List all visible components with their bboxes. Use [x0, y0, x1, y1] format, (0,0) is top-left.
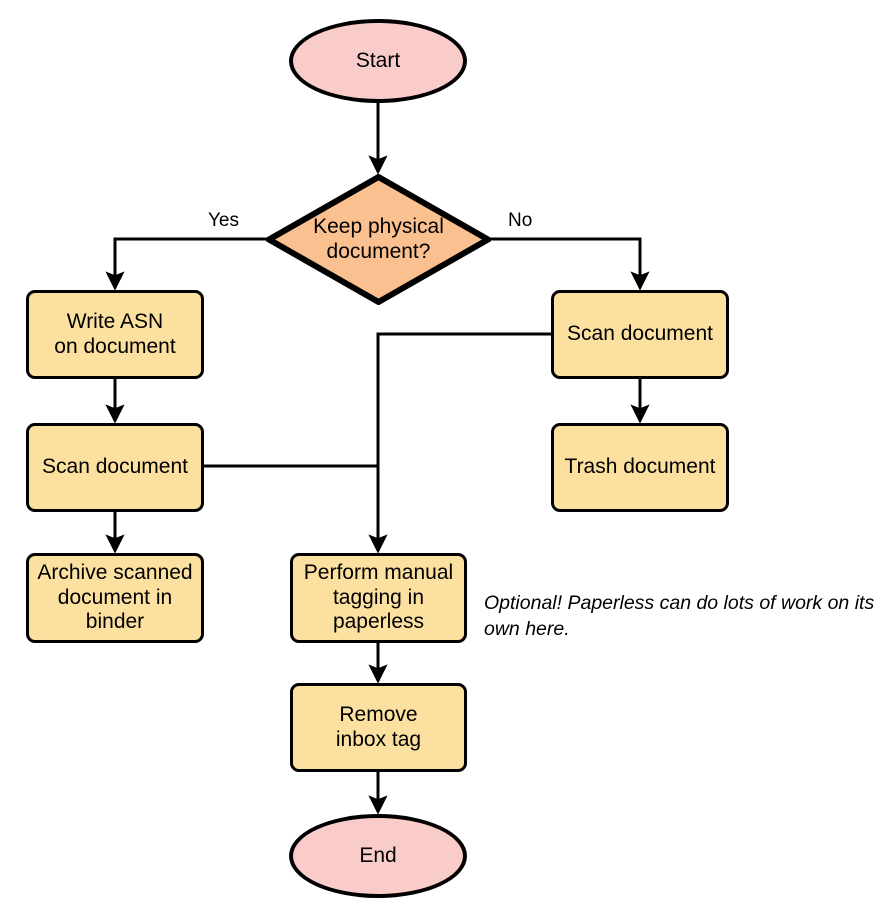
node-write-asn-label: Write ASN on document [54, 309, 176, 358]
edge-label-yes: Yes [208, 210, 239, 231]
node-remove-inbox-tag-label: Remove inbox tag [335, 702, 422, 751]
node-trash-document-label: Trash document [564, 455, 716, 479]
node-scan-document-right-label: Scan document [567, 322, 713, 346]
node-scan-document-left-label: Scan document [42, 455, 188, 479]
node-start[interactable]: Start [289, 19, 467, 103]
edge-decision-yes-to-write-asn [105, 237, 266, 291]
node-start-label: Start [355, 48, 401, 72]
node-scan-document-left[interactable]: Scan document [26, 423, 204, 512]
node-manual-tagging-label: Perform manual tagging in paperless [303, 560, 454, 634]
node-end[interactable]: End [289, 814, 467, 898]
node-decision-keep-physical[interactable]: Keep physical document? [266, 174, 491, 305]
diamond-shape-icon [266, 174, 491, 305]
node-end-label: End [359, 843, 397, 867]
edge-label-no: No [508, 210, 533, 231]
node-remove-inbox-tag[interactable]: Remove inbox tag [290, 683, 467, 772]
node-archive-binder-label: Archive scanned document in binder [37, 560, 193, 634]
edge-decision-no-to-scan-right [491, 237, 650, 291]
node-archive-binder[interactable]: Archive scanned document in binder [26, 553, 204, 643]
node-trash-document[interactable]: Trash document [551, 423, 729, 512]
node-scan-document-right[interactable]: Scan document [551, 290, 729, 379]
annotation-optional-note: Optional! Paperless can do lots of work … [484, 592, 875, 641]
node-manual-tagging[interactable]: Perform manual tagging in paperless [290, 553, 467, 643]
edge-scan-right-to-manual-tagging [368, 332, 551, 554]
node-write-asn[interactable]: Write ASN on document [26, 290, 204, 379]
